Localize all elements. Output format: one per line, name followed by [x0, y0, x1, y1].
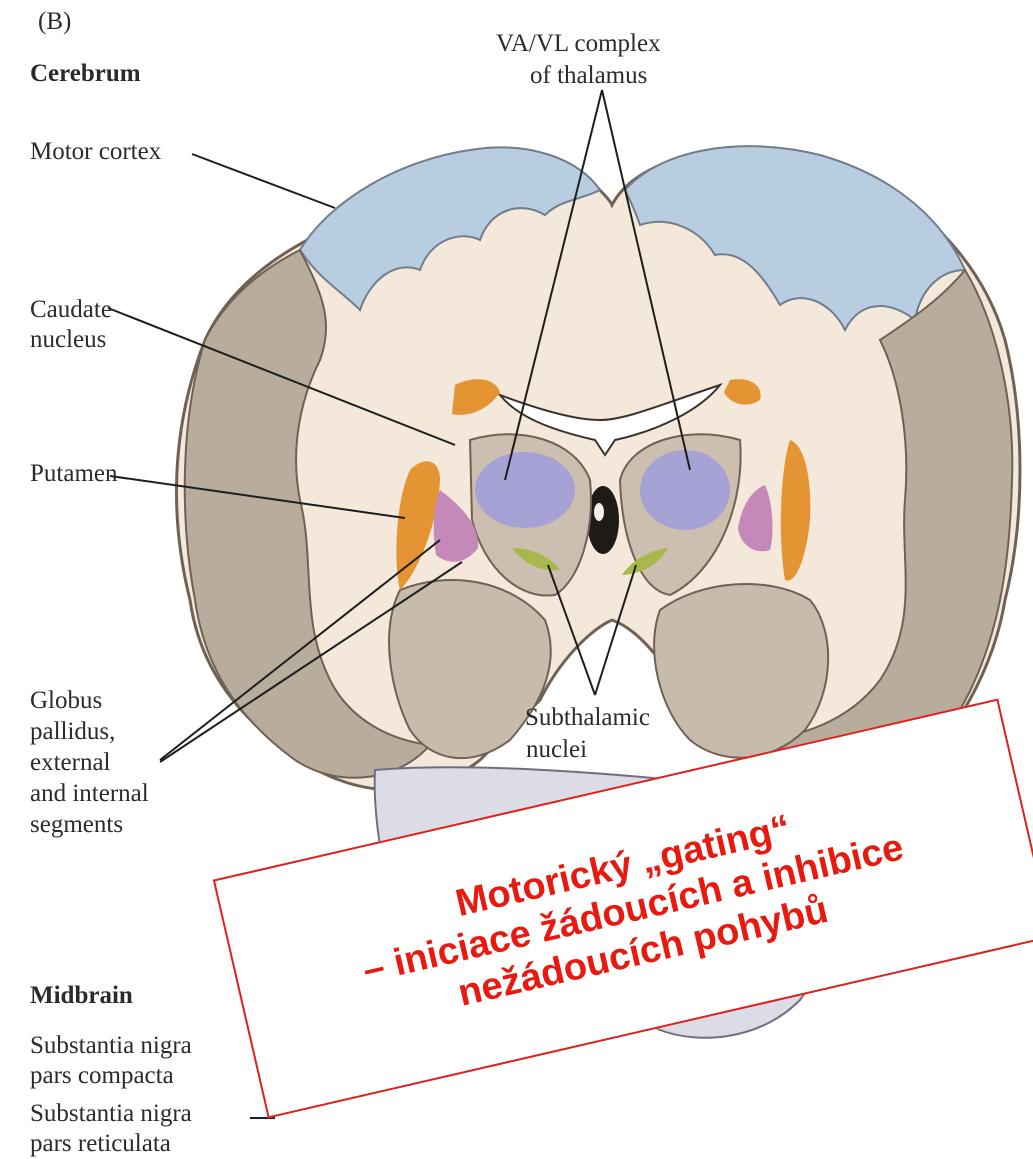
section-title-cerebrum: Cerebrum — [30, 58, 141, 89]
label-snr-line1: Substantia nigra — [30, 1098, 192, 1129]
label-gp-line5: segments — [30, 809, 123, 840]
label-gp-line3: external — [30, 747, 111, 778]
label-gp-line4: and internal — [30, 778, 149, 809]
label-caudate-line2: nucleus — [30, 324, 106, 355]
panel-letter: (B) — [38, 6, 71, 37]
va-vl-thalamus-right — [640, 450, 730, 530]
label-subthalamic-line1: Subthalamic — [525, 702, 650, 733]
label-snc-line1: Substantia nigra — [30, 1030, 192, 1061]
label-gp-line1: Globus — [30, 685, 102, 716]
label-subthalamic-line2: nuclei — [526, 734, 587, 765]
label-caudate-line1: Caudate — [30, 294, 112, 325]
third-ventricle-highlight — [594, 503, 604, 521]
leader-motor-cortex — [192, 154, 335, 208]
temporal-lobe-right — [654, 584, 828, 758]
label-va-vl-line1: VA/VL complex — [496, 28, 661, 59]
label-snc-line2: pars compacta — [30, 1060, 174, 1091]
label-snr-line2: pars reticulata — [30, 1128, 171, 1159]
label-motor-cortex: Motor cortex — [30, 136, 161, 167]
label-putamen: Putamen — [30, 458, 118, 489]
cerebrum-section — [176, 146, 1020, 790]
label-va-vl-line2: of thalamus — [530, 60, 647, 91]
va-vl-thalamus-left — [475, 452, 575, 528]
section-title-midbrain: Midbrain — [30, 980, 133, 1011]
label-gp-line2: pallidus, — [30, 716, 115, 747]
